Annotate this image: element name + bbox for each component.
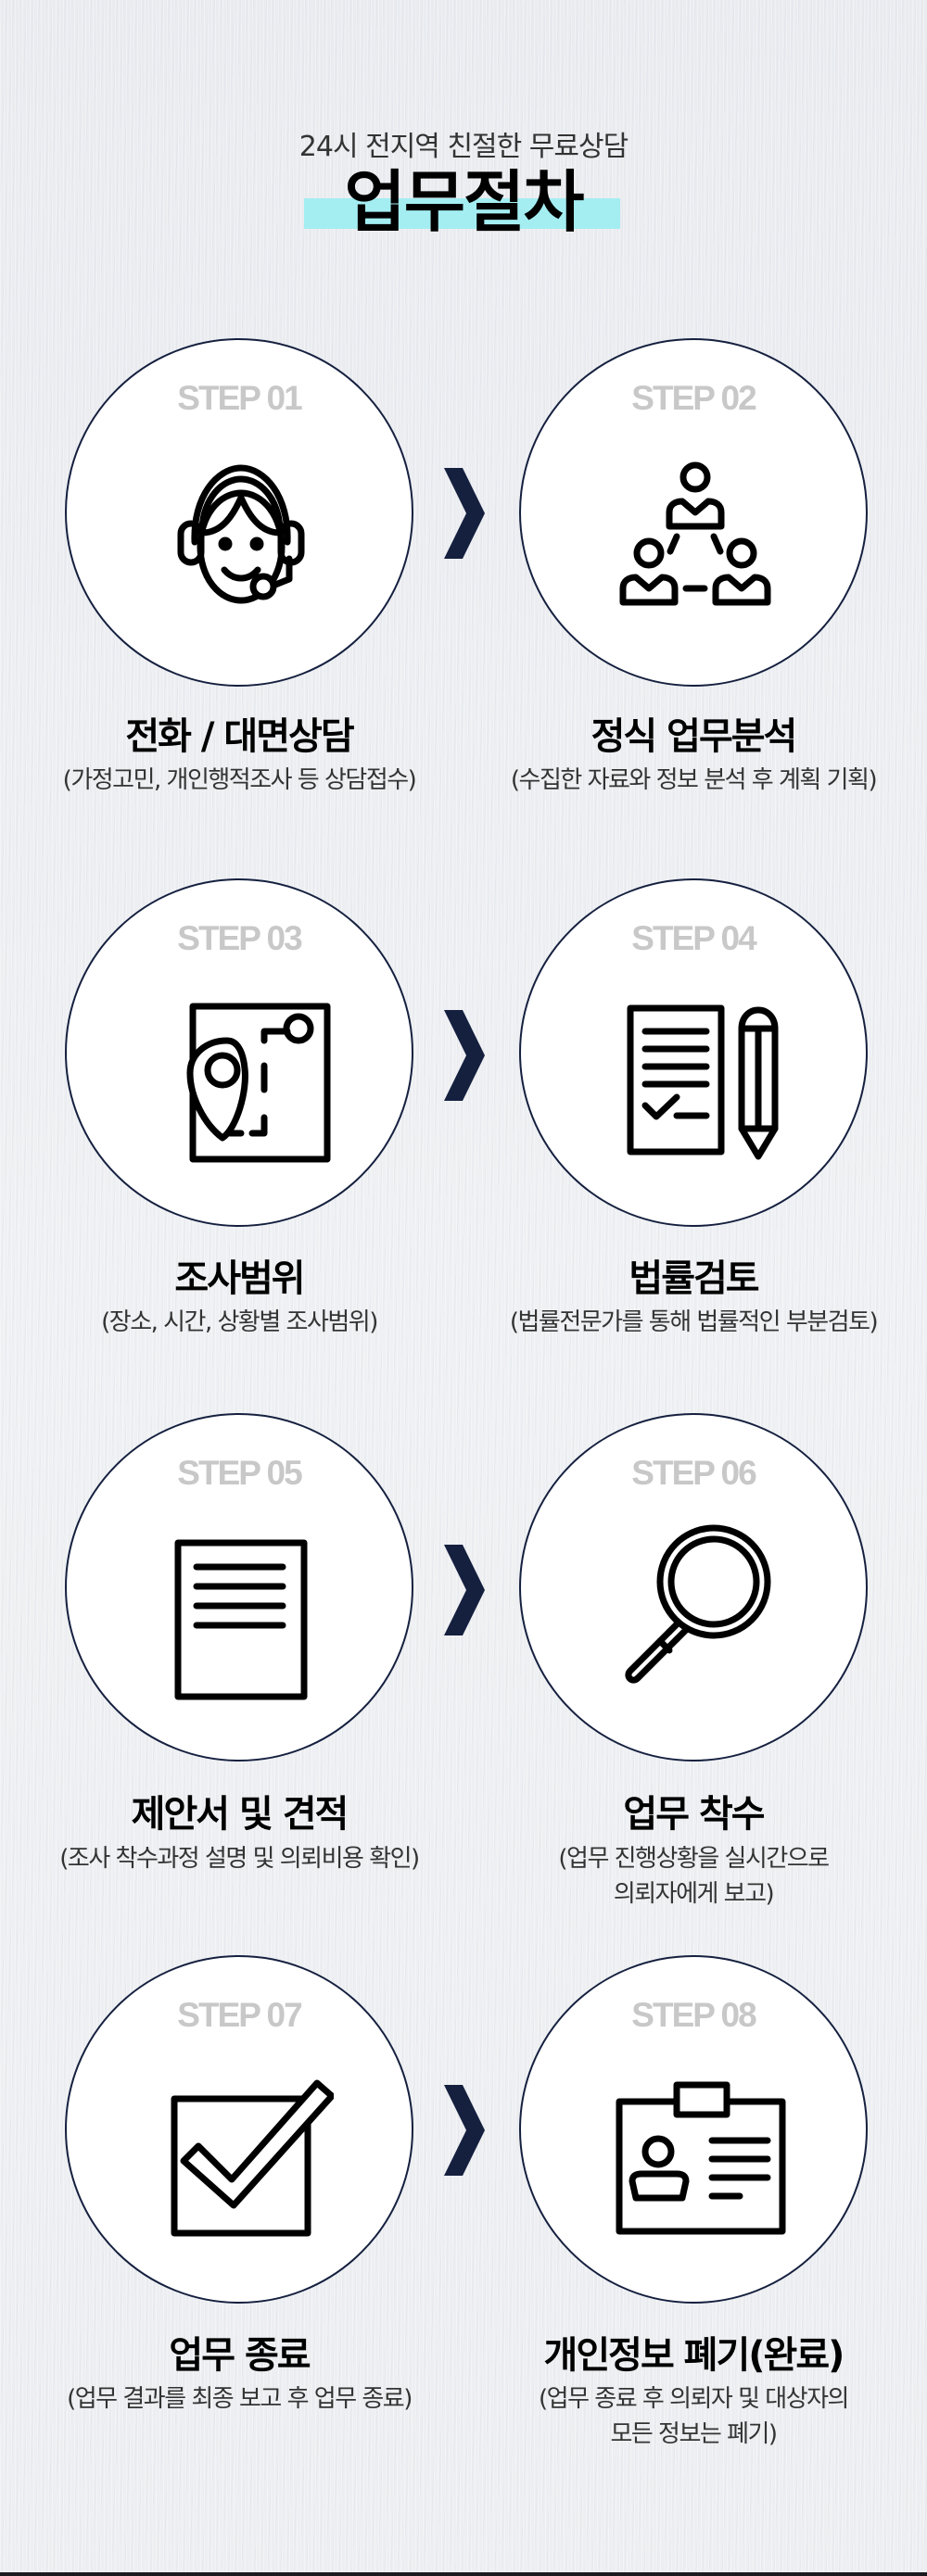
step-card-08: STEP 08 bbox=[519, 1955, 868, 2304]
step-card-04: STEP 04 bbox=[519, 878, 868, 1227]
step-card-05: STEP 05 bbox=[65, 1413, 413, 1762]
checkbox-checked-icon bbox=[148, 2057, 336, 2242]
step-desc-01: (가정고민, 개인행적조사 등 상담접수) bbox=[7, 763, 471, 798]
step-desc-02: (수집한 자료와 정보 분석 후 계획 기획) bbox=[462, 763, 925, 798]
step-desc-line: (업무 결과를 최종 보고 후 업무 종료) bbox=[67, 2385, 413, 2413]
step-desc-05: (조사 착수과정 설명 및 의뢰비용 확인) bbox=[7, 1841, 471, 1876]
step-desc-03: (장소, 시간, 상황별 조사범위) bbox=[7, 1305, 471, 1340]
step-label: STEP 05 bbox=[177, 1454, 302, 1492]
page-subtitle: 24시 전지역 친절한 무료상담 bbox=[298, 131, 629, 163]
step-label: STEP 06 bbox=[631, 1454, 756, 1492]
document-pencil-icon bbox=[603, 980, 788, 1166]
step-desc-line: (조사 착수과정 설명 및 의뢰비용 확인) bbox=[59, 1845, 420, 1873]
step-heading-01: 전화 / 대면상담 bbox=[125, 715, 354, 758]
step-card-06: STEP 06 bbox=[519, 1413, 868, 1762]
step-label: STEP 04 bbox=[631, 919, 756, 957]
magnifier-icon bbox=[603, 1515, 788, 1700]
title-highlight-bar bbox=[304, 198, 620, 229]
map-location-icon bbox=[148, 980, 334, 1166]
step-card-02: STEP 02 bbox=[519, 338, 868, 687]
team-network-icon bbox=[603, 440, 788, 625]
page-title: 업무절차 bbox=[344, 163, 585, 241]
step-desc-line: 의뢰자에게 보고) bbox=[613, 1880, 775, 1908]
step-desc-06: (업무 진행상황을 실시간으로 의뢰자에게 보고) bbox=[462, 1841, 925, 1912]
document-icon bbox=[148, 1515, 334, 1700]
step-card-01: STEP 01 bbox=[65, 338, 413, 687]
step-label: STEP 03 bbox=[177, 919, 302, 957]
step-desc-08: (업무 종료 후 의뢰자 및 대상자의 모든 정보는 폐기) bbox=[462, 2381, 925, 2452]
step-desc-line: (가정고민, 개인행적조사 등 상담접수) bbox=[62, 766, 417, 794]
step-heading-04: 법률검토 bbox=[629, 1257, 759, 1300]
step-desc-07: (업무 결과를 최종 보고 후 업무 종료) bbox=[7, 2381, 471, 2417]
step-card-07: STEP 07 bbox=[65, 1955, 413, 2304]
headset-agent-icon bbox=[148, 440, 334, 625]
step-card-03: STEP 03 bbox=[65, 878, 413, 1227]
step-heading-07: 업무 종료 bbox=[169, 2334, 311, 2377]
step-desc-line: (업무 진행상황을 실시간으로 bbox=[558, 1845, 830, 1873]
step-label: STEP 01 bbox=[177, 379, 302, 417]
step-heading-05: 제안서 및 견적 bbox=[131, 1793, 349, 1836]
step-label: STEP 08 bbox=[631, 1996, 756, 2034]
step-desc-line: (업무 종료 후 의뢰자 및 대상자의 bbox=[539, 2385, 849, 2413]
chevron-right-icon bbox=[444, 1545, 485, 1635]
id-card-icon bbox=[603, 2057, 788, 2242]
bottom-divider bbox=[0, 2572, 927, 2576]
step-heading-02: 정식 업무분석 bbox=[590, 715, 798, 758]
step-desc-04: (법률전문가를 통해 법률적인 부분검토) bbox=[462, 1305, 925, 1340]
step-label: STEP 02 bbox=[631, 379, 756, 417]
chevron-right-icon bbox=[444, 2085, 485, 2176]
step-desc-line: 모든 정보는 폐기) bbox=[610, 2420, 778, 2448]
step-desc-line: (법률전문가를 통해 법률적인 부분검토) bbox=[509, 1308, 879, 1336]
chevron-right-icon bbox=[444, 1010, 485, 1101]
step-desc-line: (장소, 시간, 상황별 조사범위) bbox=[101, 1308, 378, 1336]
chevron-right-icon bbox=[444, 468, 485, 559]
step-heading-03: 조사범위 bbox=[174, 1257, 305, 1300]
step-heading-06: 업무 착수 bbox=[623, 1793, 765, 1836]
step-desc-line: (수집한 자료와 정보 분석 후 계획 기획) bbox=[510, 766, 878, 794]
step-heading-08: 개인정보 폐기(완료) bbox=[543, 2334, 845, 2377]
step-label: STEP 07 bbox=[177, 1996, 302, 2034]
